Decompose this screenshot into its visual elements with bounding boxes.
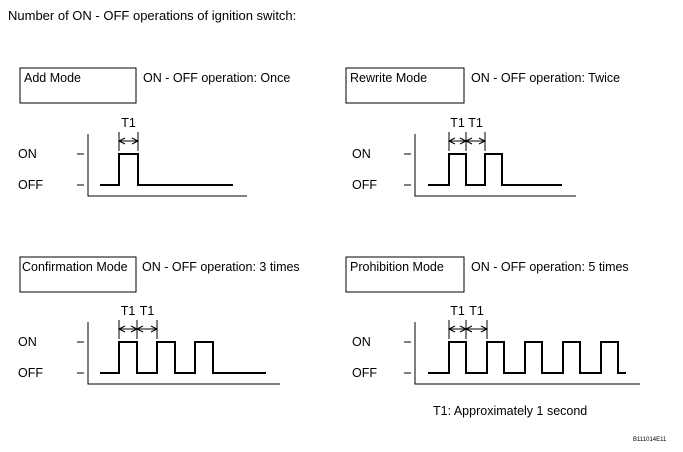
mode-name: Add Mode — [24, 71, 81, 85]
t1-note: T1: Approximately 1 second — [433, 404, 587, 418]
off-label: OFF — [352, 178, 377, 192]
arrow-right-icon — [480, 325, 489, 333]
mode-name: Rewrite Mode — [350, 71, 427, 85]
mode-name: Prohibition Mode — [350, 260, 444, 274]
on-label: ON — [18, 147, 37, 161]
waveform: T1 T1 — [428, 304, 626, 374]
arrow-left-icon — [464, 137, 473, 145]
panel-confirmation-mode: Confirmation Mode ON - OFF operation: 3 … — [18, 256, 300, 385]
arrow-left-icon — [447, 137, 456, 145]
waveform: T1 — [100, 116, 233, 186]
pulse-waveform — [100, 153, 233, 186]
arrow-left-icon — [117, 137, 126, 145]
heading: Number of ON - OFF operations of ignitio… — [8, 8, 296, 23]
panel-add-mode: Add Mode ON - OFF operation: Once ON OFF… — [18, 67, 290, 197]
mode-operation: ON - OFF operation: 3 times — [142, 260, 300, 274]
arrow-left-icon — [117, 325, 126, 333]
mode-box — [345, 256, 465, 293]
arrow-right-icon — [131, 137, 140, 145]
mode-name: Confirmation Mode — [22, 260, 128, 274]
on-label: ON — [352, 335, 371, 349]
t1-label: T1 — [450, 116, 465, 130]
axes — [414, 322, 640, 385]
axes — [87, 322, 280, 385]
axes — [87, 134, 247, 197]
mode-box — [19, 256, 137, 293]
figure-id: B111014E11 — [633, 437, 667, 443]
mode-box — [345, 67, 465, 104]
panel-rewrite-mode: Rewrite Mode ON - OFF operation: Twice O… — [345, 67, 620, 197]
arrow-left-icon — [464, 325, 473, 333]
t1-label: T1 — [468, 116, 483, 130]
t1-label: T1 — [469, 304, 484, 318]
mode-operation: ON - OFF operation: 5 times — [471, 260, 629, 274]
axes — [414, 134, 576, 197]
off-label: OFF — [352, 366, 377, 380]
arrow-right-icon — [150, 325, 159, 333]
arrow-right-icon — [478, 137, 487, 145]
on-label: ON — [352, 147, 371, 161]
t1-label: T1 — [121, 116, 136, 130]
t1-label: T1 — [140, 304, 155, 318]
panel-prohibition-mode: Prohibition Mode ON - OFF operation: 5 t… — [345, 256, 640, 385]
mode-operation: ON - OFF operation: Twice — [471, 71, 620, 85]
t1-label: T1 — [121, 304, 136, 318]
waveform: T1 T1 — [100, 304, 266, 374]
t1-label: T1 — [450, 304, 465, 318]
pulse-waveform — [428, 341, 626, 374]
on-label: ON — [18, 335, 37, 349]
off-label: OFF — [18, 366, 43, 380]
arrow-left-icon — [447, 325, 456, 333]
pulse-waveform — [100, 341, 266, 374]
mode-box — [19, 67, 137, 104]
arrow-left-icon — [135, 325, 144, 333]
mode-operation: ON - OFF operation: Once — [143, 71, 290, 85]
off-label: OFF — [18, 178, 43, 192]
pulse-waveform — [428, 153, 562, 186]
